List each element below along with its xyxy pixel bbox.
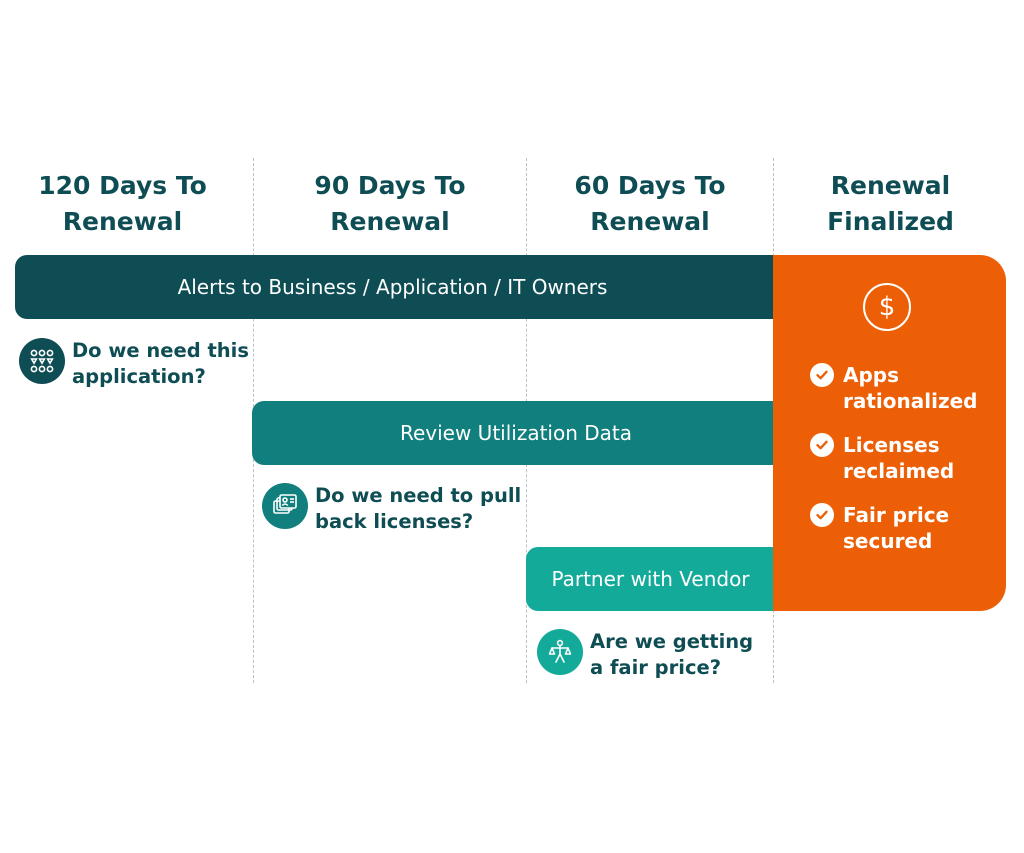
partner-bar-label: Partner with Vendor — [551, 567, 750, 591]
column-header-60-days: 60 Days To Renewal — [530, 168, 770, 240]
question-need-application: Do we need this application? — [19, 338, 249, 390]
review-bar-label: Review Utilization Data — [399, 421, 633, 445]
column-header-line: 60 Days To — [574, 171, 726, 200]
checkmark-icon — [810, 363, 834, 387]
alerts-bar: Alerts to Business / Application / IT Ow… — [15, 255, 820, 319]
license-cards-icon — [262, 483, 308, 529]
question-line: Do we need this — [72, 339, 249, 362]
outcome-line: reclaimed — [843, 459, 955, 483]
review-utilization-bar: Review Utilization Data — [252, 401, 820, 465]
column-header-line: Renewal — [330, 207, 450, 236]
column-header-line: Renewal — [62, 207, 183, 236]
question-line: back licenses? — [315, 510, 474, 533]
partner-vendor-bar: Partner with Vendor — [526, 547, 820, 611]
question-fair-price: Are we getting a fair price? — [537, 629, 753, 681]
checkmark-icon — [810, 503, 834, 527]
column-header-90-days: 90 Days To Renewal — [270, 168, 510, 240]
question-line: Are we getting — [590, 630, 754, 653]
outcome-item: Fair price secured — [810, 502, 993, 554]
column-header-line: Finalized — [827, 207, 954, 236]
outcome-item: Licenses reclaimed — [810, 432, 993, 484]
column-header-line: Renewal — [830, 171, 951, 200]
column-header-line: 90 Days To — [314, 171, 466, 200]
outcome-line: Fair price — [843, 503, 950, 527]
outcome-line: Apps — [843, 363, 900, 387]
column-header-120-days: 120 Days To Renewal — [15, 168, 230, 240]
checkmark-icon — [810, 433, 834, 457]
outcome-line: rationalized — [843, 389, 978, 413]
question-line: Do we need to pull — [315, 484, 522, 507]
question-pull-back-licenses: Do we need to pull back licenses? — [262, 483, 521, 535]
question-line: a fair price? — [590, 656, 722, 679]
dollar-icon: $ — [863, 283, 911, 331]
alerts-bar-label: Alerts to Business / Application / IT Ow… — [177, 275, 608, 299]
column-header-finalized: Renewal Finalized — [778, 168, 1003, 240]
apps-grid-icon — [19, 338, 65, 384]
column-header-line: 120 Days To — [38, 171, 207, 200]
balance-person-icon — [537, 629, 583, 675]
column-header-line: Renewal — [590, 207, 710, 236]
outcome-line: secured — [843, 529, 933, 553]
outcome-line: Licenses — [843, 433, 940, 457]
outcome-item: Apps rationalized — [810, 362, 993, 414]
question-line: application? — [72, 365, 206, 388]
